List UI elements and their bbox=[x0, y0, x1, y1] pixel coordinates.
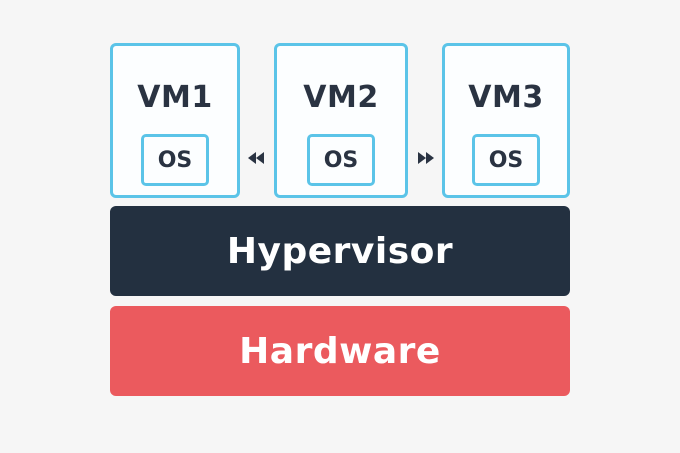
vm-label: VM2 bbox=[303, 80, 379, 115]
os-box: OS bbox=[472, 134, 540, 186]
hardware-label: Hardware bbox=[239, 330, 441, 372]
vm-box-2: VM2 OS bbox=[274, 43, 408, 198]
hypervisor-layer: Hypervisor bbox=[110, 206, 570, 296]
vm-label: VM1 bbox=[137, 80, 213, 115]
os-box: OS bbox=[307, 134, 375, 186]
os-box: OS bbox=[141, 134, 209, 186]
hypervisor-label: Hypervisor bbox=[226, 230, 454, 272]
hardware-layer: Hardware bbox=[110, 306, 570, 396]
double-left-arrow-icon bbox=[244, 150, 268, 166]
double-right-arrow-icon bbox=[414, 150, 438, 166]
vm-box-3: VM3 OS bbox=[442, 43, 570, 198]
vm-label: VM3 bbox=[468, 80, 544, 115]
vm-box-1: VM1 OS bbox=[110, 43, 240, 198]
